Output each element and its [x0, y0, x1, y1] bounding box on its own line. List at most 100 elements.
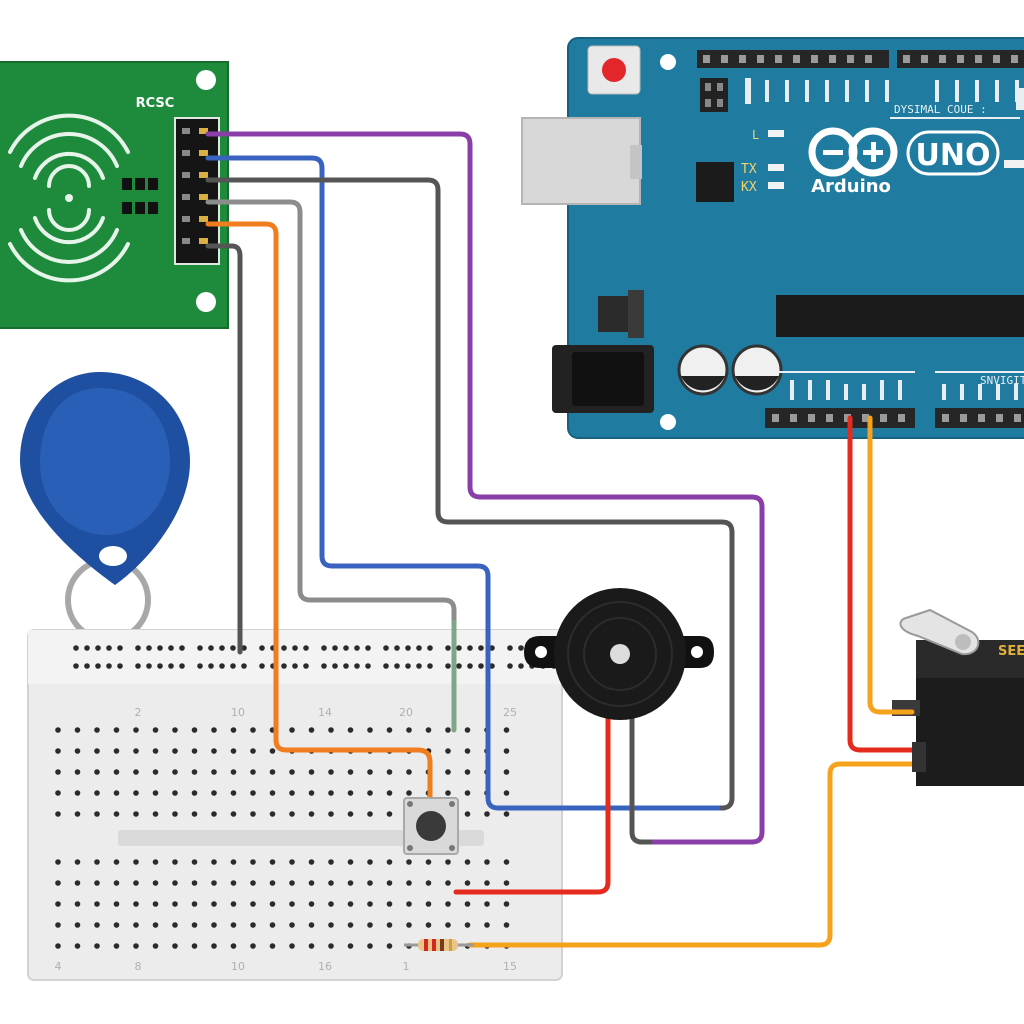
breadboard-hole: [328, 880, 334, 886]
breadboard-hole: [135, 663, 141, 669]
breadboard-hole: [303, 645, 309, 651]
breadboard-hole: [347, 901, 354, 907]
breadboard-hole: [250, 790, 256, 796]
led-label-rx: KX: [741, 180, 757, 195]
breadboard-hole: [95, 663, 101, 669]
breadboard-hole: [347, 727, 354, 733]
breadboard-hole: [191, 811, 198, 817]
breadboard-hole: [113, 769, 120, 775]
led-tx: [768, 164, 784, 171]
breadboard-hole: [211, 727, 217, 733]
power-pin-markings: [790, 380, 1018, 400]
push-button[interactable]: [403, 797, 459, 855]
breadboard-hole: [303, 663, 309, 669]
resistor-band: [432, 939, 436, 951]
breadboard-hole: [250, 811, 256, 817]
led-rx: [768, 182, 784, 189]
breadboard-hole: [445, 790, 451, 796]
breadboard-hole: [152, 859, 159, 865]
breadboard-hole: [503, 859, 510, 865]
breadboard-hole: [211, 811, 217, 817]
breadboard-hole: [152, 769, 159, 775]
led-label-tx: TX: [741, 162, 757, 177]
breadboard-hole: [269, 859, 276, 865]
breadboard-hole: [427, 663, 433, 669]
breadboard-hole: [113, 727, 120, 733]
breadboard-hole: [55, 727, 61, 733]
uno-badge: [906, 130, 1000, 176]
breadboard-hole: [94, 922, 100, 928]
breadboard-hole: [94, 727, 100, 733]
led-l: [768, 130, 784, 137]
breadboard-hole: [146, 645, 152, 651]
breadboard-hole: [259, 663, 265, 669]
breadboard-hole: [241, 645, 247, 651]
breadboard-hole: [113, 922, 120, 928]
breadboard-hole: [133, 880, 139, 886]
breadboard-hole: [289, 811, 295, 817]
breadboard-hole: [230, 901, 237, 907]
icsp-header: [700, 78, 728, 112]
breadboard-hole: [172, 880, 178, 886]
breadboard-hole: [250, 727, 256, 733]
breadboard-hole: [464, 727, 471, 733]
microcontroller-chip: [776, 295, 1024, 337]
breadboard-hole: [113, 901, 120, 907]
breadboard-hole: [94, 880, 100, 886]
breadboard-hole: [250, 922, 256, 928]
breadboard-hole: [179, 645, 185, 651]
breadboard-hole: [332, 663, 338, 669]
breadboard-hole: [113, 880, 120, 886]
breadboard-hole: [464, 748, 471, 754]
breadboard-hole: [133, 943, 139, 949]
rfid-smd-parts: [122, 178, 158, 214]
breadboard-hole: [343, 645, 349, 651]
breadboard-hole: [484, 901, 490, 907]
breadboard-hole: [386, 790, 393, 796]
breadboard-hole: [308, 901, 315, 907]
breadboard-hole: [230, 922, 237, 928]
breadboard-hole: [328, 901, 334, 907]
breadboard-hole: [230, 663, 236, 669]
capacitor: [731, 344, 783, 396]
breadboard-hole: [367, 769, 373, 775]
digital-header-pins: [703, 55, 1018, 63]
reset-button-cap: [602, 58, 626, 82]
breadboard-hole: [152, 748, 159, 754]
breadboard-hole: [478, 645, 484, 651]
breadboard-hole: [456, 663, 462, 669]
breadboard-hole: [328, 922, 334, 928]
breadboard-hole: [347, 943, 354, 949]
breadboard-hole: [365, 645, 371, 651]
breadboard-hole: [394, 645, 400, 651]
breadboard-hole: [383, 663, 389, 669]
breadboard-hole: [289, 901, 295, 907]
breadboard-hole: [289, 922, 295, 928]
rfid-mount-hole: [196, 70, 216, 90]
breadboard-hole: [84, 645, 90, 651]
breadboard-hole: [133, 769, 139, 775]
breadboard-hole: [308, 790, 315, 796]
breadboard-hole: [230, 943, 237, 949]
breadboard-hole: [230, 748, 237, 754]
breadboard-hole: [269, 922, 276, 928]
breadboard-hole: [95, 645, 101, 651]
breadboard-hole: [354, 663, 360, 669]
breadboard-hole: [157, 645, 163, 651]
breadboard-hole: [478, 663, 484, 669]
breadboard-hole: [259, 645, 265, 651]
resistor-band: [424, 939, 428, 951]
breadboard-hole: [292, 663, 298, 669]
breadboard-hole: [157, 663, 163, 669]
breadboard-top-rail: [28, 630, 562, 684]
breadboard-hole: [386, 922, 393, 928]
breadboard-hole: [152, 811, 159, 817]
breadboard-hole: [332, 645, 338, 651]
breadboard-hole: [211, 901, 217, 907]
aref-marking: [1016, 88, 1024, 110]
breadboard-hole: [230, 727, 237, 733]
breadboard-hole: [211, 769, 217, 775]
breadboard-hole: [425, 901, 432, 907]
arduino-uno-board: DYSIMAL COUE : UNO Arduino L TX KX: [521, 37, 1024, 439]
wire-purple: [205, 131, 765, 845]
